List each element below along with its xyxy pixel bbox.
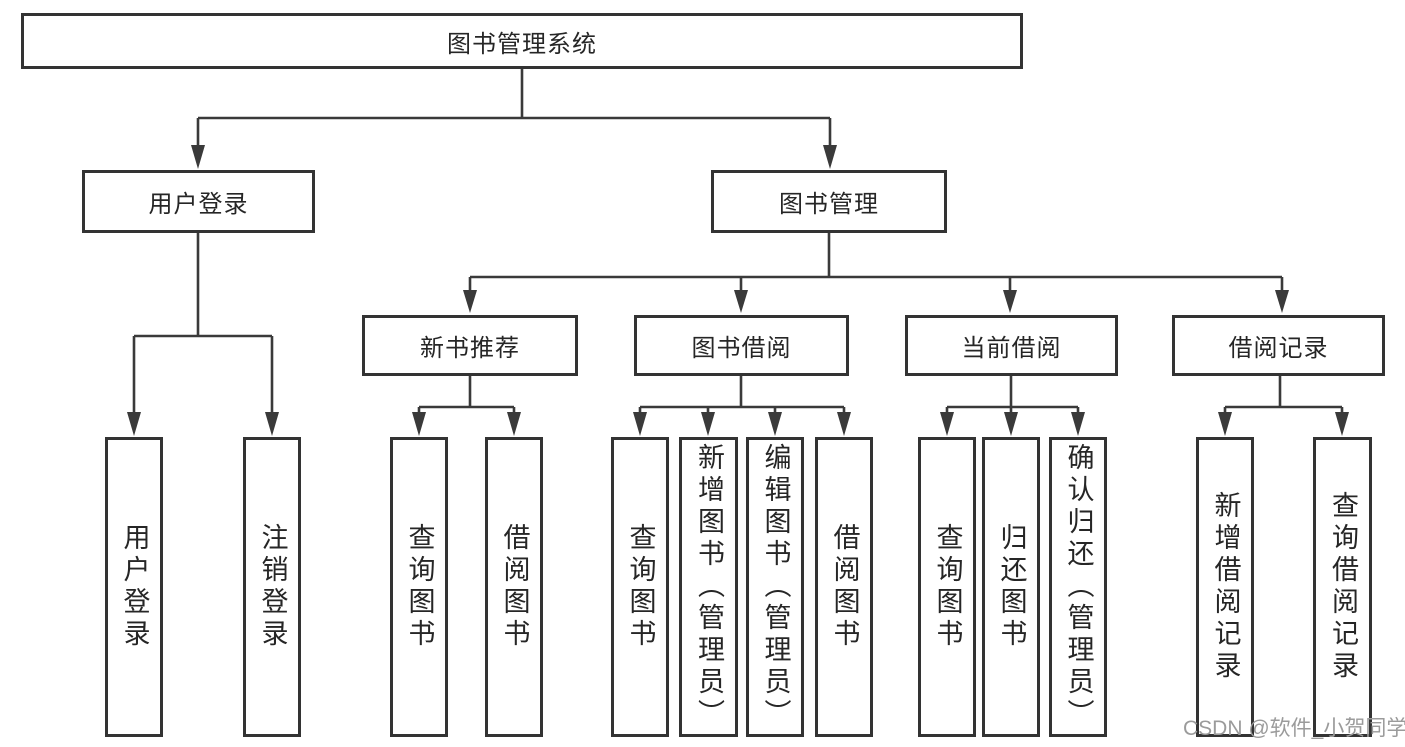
arrowhead [1071, 412, 1085, 436]
arrowhead [837, 412, 851, 436]
node-leaf-query-books-current: 查询图书 [918, 437, 976, 737]
connector-book-management-children [463, 233, 1289, 313]
node-leaf-confirm-return-admin: 确认归还（管理员） [1049, 437, 1107, 737]
connector-user-login-children [127, 233, 279, 436]
node-leaf-logout: 注销登录 [243, 437, 301, 737]
connector-new-book-recommend-children [412, 376, 521, 436]
node-library-management-system: 图书管理系统 [21, 13, 1023, 69]
arrowhead [734, 290, 748, 313]
node-user-login: 用户登录 [82, 170, 315, 233]
csdn-watermark: CSDN @软件_小贺同学 [1183, 717, 1405, 740]
arrowhead [940, 412, 954, 436]
arrowhead [265, 412, 279, 436]
node-leaf-return-books: 归还图书 [982, 437, 1040, 737]
arrowhead [191, 145, 205, 169]
node-leaf-edit-books-admin: 编辑图书（管理员） [746, 437, 804, 737]
arrowhead [768, 412, 782, 436]
node-leaf-add-books-admin: 新增图书（管理员） [679, 437, 738, 737]
node-leaf-query-books-borrow: 查询图书 [611, 437, 669, 737]
node-new-book-recommend: 新书推荐 [362, 315, 578, 376]
node-leaf-user-login: 用户登录 [105, 437, 163, 737]
connector-book-borrow-children [633, 376, 851, 436]
arrowhead [1335, 412, 1349, 436]
arrowhead [1218, 412, 1232, 436]
node-leaf-borrow-books: 借阅图书 [815, 437, 873, 737]
arrowhead [127, 412, 141, 436]
arrowhead [412, 412, 426, 436]
arrowhead [507, 412, 521, 436]
node-leaf-borrow-books-recommend: 借阅图书 [485, 437, 543, 737]
connector-borrow-records-children [1218, 376, 1349, 436]
node-book-borrow: 图书借阅 [634, 315, 849, 376]
node-leaf-query-books-recommend: 查询图书 [390, 437, 448, 737]
arrowhead [1004, 412, 1018, 436]
arrowhead [1003, 290, 1017, 313]
node-current-borrow: 当前借阅 [905, 315, 1118, 376]
node-leaf-add-borrow-record: 新增借阅记录 [1196, 437, 1254, 737]
arrowhead [633, 412, 647, 436]
connector-root-to-level2 [191, 69, 837, 169]
connector-current-borrow-children [940, 376, 1085, 436]
arrowhead [823, 145, 837, 169]
node-borrow-records: 借阅记录 [1172, 315, 1385, 376]
node-book-management: 图书管理 [711, 170, 947, 233]
arrowhead [701, 412, 715, 436]
node-leaf-query-borrow-record: 查询借阅记录 [1313, 437, 1372, 737]
arrowhead [463, 290, 477, 313]
arrowhead [1275, 290, 1289, 313]
